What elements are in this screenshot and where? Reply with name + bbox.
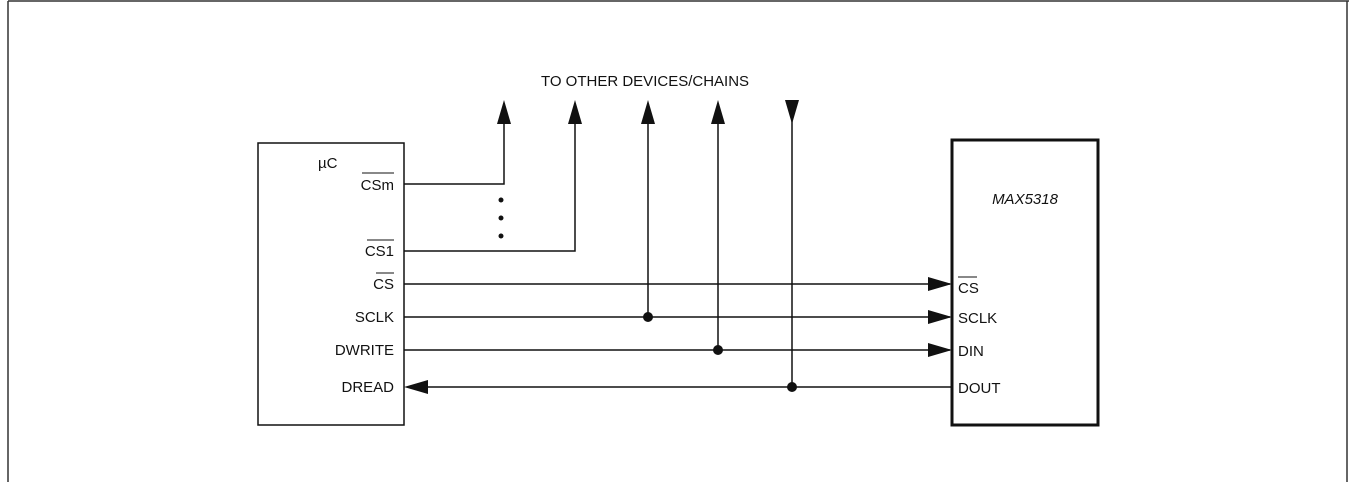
junction-sclk — [643, 312, 653, 322]
pin-sclk-label: SCLK — [355, 309, 394, 326]
max-pin-cs-label: CS — [958, 280, 979, 297]
arrow-up-csm — [497, 100, 511, 124]
ellipsis-dots — [498, 197, 504, 239]
pin-dread-label: DREAD — [341, 379, 394, 396]
pin-dwrite-label: DWRITE — [335, 342, 394, 359]
arrow-up-cs1 — [568, 100, 582, 124]
arrow-right-din — [928, 343, 952, 357]
arrow-right-cs — [928, 277, 952, 291]
microcontroller-title: µC — [318, 155, 338, 172]
arrow-left-dread — [404, 380, 428, 394]
max-pin-din-label: DIN — [958, 343, 984, 360]
max5318-title: MAX5318 — [992, 191, 1059, 208]
pin-cs1-label: CS1 — [365, 243, 394, 260]
max5318-box — [950, 138, 1100, 427]
wire-cs1 — [404, 104, 576, 252]
max-pin-dout-label: DOUT — [958, 380, 1001, 397]
max-pin-sclk-label: SCLK — [958, 310, 997, 327]
wire-csm — [404, 104, 505, 185]
pin-csm-label: CSm — [361, 177, 394, 194]
arrow-up-din — [711, 100, 725, 124]
junction-din — [713, 345, 723, 355]
header-note: TO OTHER DEVICES/CHAINS — [541, 73, 749, 90]
arrow-up-sclk — [641, 100, 655, 124]
junction-dout — [787, 382, 797, 392]
arrow-down-dout — [785, 100, 799, 124]
pin-cs-label: CS — [373, 276, 394, 293]
arrow-right-sclk — [928, 310, 952, 324]
figure-border — [7, 0, 1349, 482]
